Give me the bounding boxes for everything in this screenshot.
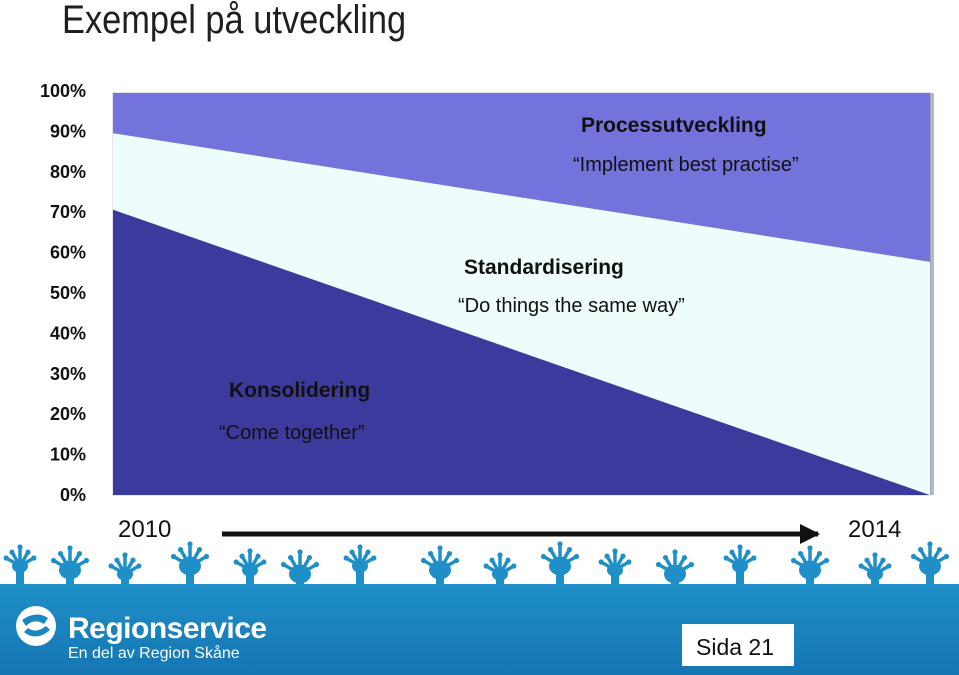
area-standardisering [113,133,930,495]
hand-icon [790,545,830,584]
hand-icon [50,545,90,584]
plot-edge-shadow [930,93,934,495]
y-tick-label: 90% [50,121,86,141]
y-tick-label: 40% [50,323,86,343]
hand-icon [170,541,210,584]
band-labels: Konsolidering “Come together” Standardiser… [219,114,799,444]
brand-name: Regionservice [68,612,267,645]
band-title-processutveckling: Processutveckling [581,114,767,137]
hand-icon [858,552,892,584]
page-number: Sida 21 [696,634,775,660]
band-subtitle-standardisering: “Do things the same way” [458,295,685,317]
band-title-standardisering: Standardisering [464,256,624,279]
hand-icon [420,545,460,584]
hand-icon [108,552,142,584]
y-tick-label: 60% [50,243,86,263]
hand-icon [483,552,517,584]
x-tick-label-end: 2014 [848,516,901,543]
y-tick-label: 70% [50,202,86,222]
x-axis: 2010 2014 [118,516,901,544]
stacked-area-chart: 100% 90% 80% 70% 60% 50% 40% 30% 20% 10% 0% Konsol… [3,81,950,584]
hand-icon [3,544,37,584]
y-axis: 100% 90% 80% 70% 60% 50% 40% 30% 20% 10% 0% [40,81,86,505]
x-tick-label-start: 2010 [118,516,171,543]
decorative-hands [3,541,950,584]
footer-band [0,584,959,675]
y-tick-label: 0% [60,485,86,505]
band-title-konsolidering: Konsolidering [229,379,370,402]
y-tick-label: 80% [50,162,86,182]
hand-icon [910,541,950,584]
hand-icon [723,544,757,584]
hand-icon [280,549,320,584]
regionservice-logo-icon [16,606,56,646]
hand-icon [540,541,580,584]
hand-icon [233,548,267,584]
brand-tagline: En del av Region Skåne [68,645,240,662]
band-subtitle-konsolidering: “Come together” [219,422,365,444]
y-tick-label: 30% [50,364,86,384]
hand-icon [343,544,377,584]
y-tick-label: 10% [50,445,86,465]
hand-icon [598,548,632,584]
band-subtitle-processutveckling: “Implement best practise” [573,154,799,176]
slide-title: Exempel på utveckling [62,0,407,42]
hand-icon [655,549,695,584]
area-processutveckling [113,93,930,262]
y-tick-label: 100% [40,81,86,101]
y-tick-label: 20% [50,404,86,424]
page-number-box [682,624,794,666]
y-tick-label: 50% [50,283,86,303]
areas [113,93,934,495]
